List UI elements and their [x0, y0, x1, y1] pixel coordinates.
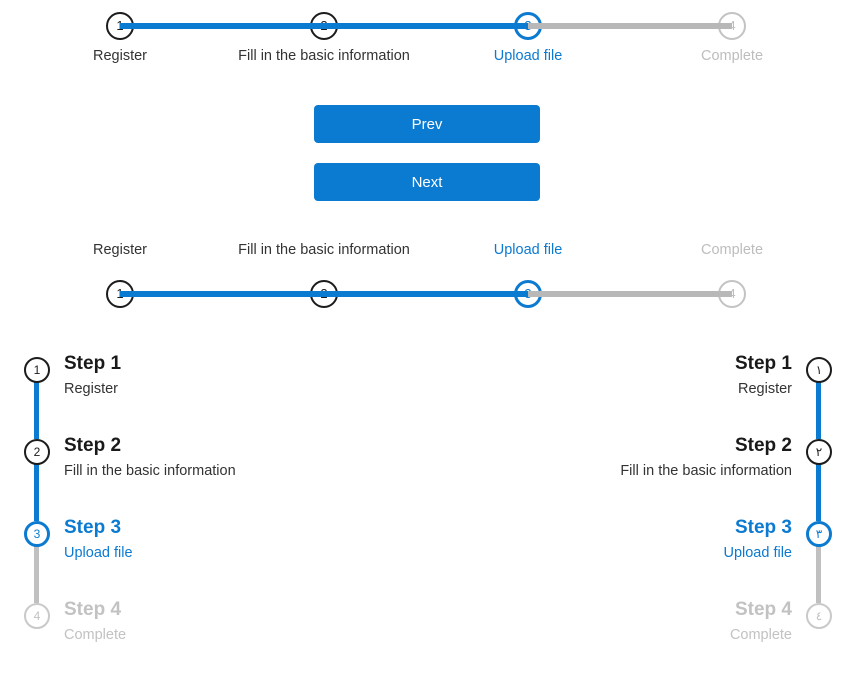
- vertical-rtl-step-desc-4: Complete: [729, 627, 792, 643]
- step-label-above-4: Complete: [700, 242, 764, 258]
- connector-1-2: [120, 23, 324, 29]
- next-button[interactable]: Next: [314, 163, 540, 201]
- step-label-above-1: Register: [93, 242, 147, 258]
- vertical-step-text-1: Step 1 Register: [64, 351, 121, 401]
- vertical-connector-3-4: [34, 545, 39, 603]
- vertical-rtl-step-circle-4: ٤: [806, 603, 832, 629]
- vertical-rtl-step-text-3: Step 3 Upload file: [723, 515, 792, 565]
- prev-button[interactable]: Prev: [314, 105, 540, 143]
- stepper-track: 1 2 3 4: [0, 6, 856, 46]
- vertical-step-title-1: Step 1: [64, 353, 122, 374]
- vertical-rtl-step-item-4[interactable]: ٤ Step 4 Complete: [546, 599, 836, 683]
- vertical-stepper-rtl: ١ Step 1 Register ٢ Step 2 Fill in the b…: [546, 353, 836, 683]
- vertical-rtl-step-title-4: Step 4: [734, 599, 792, 620]
- vertical-rtl-step-item-3[interactable]: ٣ Step 3 Upload file: [546, 517, 836, 603]
- vertical-rtl-connector-2-3: [816, 463, 821, 521]
- step-label-3: Upload file: [493, 48, 563, 64]
- vertical-step-text-4: Step 4 Complete: [64, 597, 126, 647]
- vertical-rtl-step-desc-1: Register: [738, 381, 792, 397]
- step-label-1: Register: [93, 48, 147, 64]
- connector-above-2-3: [324, 291, 528, 297]
- vertical-step-node-4: 4: [20, 601, 54, 635]
- vertical-step-circle-4: 4: [24, 603, 50, 629]
- step-label-4: Complete: [700, 48, 764, 64]
- horizontal-stepper-labels-above: Register Fill in the basic information U…: [0, 242, 856, 314]
- vertical-step-desc-2: Fill in the basic information: [64, 463, 236, 479]
- vertical-rtl-step-title-3: Step 3: [734, 517, 792, 538]
- vertical-rtl-step-circle-3: ٣: [806, 521, 832, 547]
- vertical-rtl-step-node-2: ٢: [802, 437, 836, 521]
- vertical-step-desc-1: Register: [64, 381, 118, 397]
- vertical-step-circle-2: 2: [24, 439, 50, 465]
- vertical-rtl-step-desc-2: Fill in the basic information: [620, 463, 792, 479]
- vertical-stepper-ltr: 1 Step 1 Register 2 Step 2 Fill in the b…: [20, 353, 310, 683]
- vertical-step-title-4: Step 4: [64, 599, 122, 620]
- vertical-rtl-step-desc-3: Upload file: [723, 545, 792, 561]
- connector-2-3: [324, 23, 528, 29]
- stepper-track-above: 1 2 3 4: [0, 274, 856, 314]
- vertical-step-title-3: Step 3: [64, 517, 122, 538]
- step-label-above-3: Upload file: [493, 242, 563, 258]
- vertical-rtl-step-node-3: ٣: [802, 519, 836, 603]
- vertical-step-desc-4: Complete: [64, 627, 127, 643]
- vertical-rtl-step-title-2: Step 2: [734, 435, 792, 456]
- vertical-step-text-2: Step 2 Fill in the basic information: [64, 433, 236, 483]
- vertical-rtl-step-title-1: Step 1: [734, 353, 792, 374]
- vertical-step-item-4[interactable]: 4 Step 4 Complete: [20, 599, 310, 683]
- connector-above-3-4: [528, 291, 732, 297]
- vertical-step-title-2: Step 2: [64, 435, 122, 456]
- connector-3-4: [528, 23, 732, 29]
- stepper-navigation: Prev: [314, 105, 540, 143]
- vertical-rtl-step-node-1: ١: [802, 355, 836, 439]
- vertical-step-node-2: 2: [20, 437, 54, 521]
- vertical-step-circle-3: 3: [24, 521, 50, 547]
- vertical-step-item-1[interactable]: 1 Step 1 Register: [20, 353, 310, 439]
- vertical-rtl-step-item-1[interactable]: ١ Step 1 Register: [546, 353, 836, 439]
- stepper-navigation-next: Next: [314, 163, 540, 201]
- vertical-rtl-step-text-2: Step 2 Fill in the basic information: [620, 433, 792, 483]
- vertical-rtl-step-circle-2: ٢: [806, 439, 832, 465]
- vertical-rtl-connector-1-2: [816, 381, 821, 439]
- vertical-connector-2-3: [34, 463, 39, 521]
- step-label-2: Fill in the basic information: [238, 48, 410, 64]
- vertical-step-node-1: 1: [20, 355, 54, 439]
- vertical-rtl-step-circle-1: ١: [806, 357, 832, 383]
- vertical-connector-1-2: [34, 381, 39, 439]
- step-label-above-2: Fill in the basic information: [238, 242, 410, 258]
- vertical-step-node-3: 3: [20, 519, 54, 603]
- vertical-step-text-3: Step 3 Upload file: [64, 515, 133, 565]
- vertical-step-item-2[interactable]: 2 Step 2 Fill in the basic information: [20, 435, 310, 521]
- vertical-rtl-step-text-1: Step 1 Register: [735, 351, 792, 401]
- vertical-rtl-step-text-4: Step 4 Complete: [730, 597, 792, 647]
- vertical-step-circle-1: 1: [24, 357, 50, 383]
- horizontal-stepper-labels-below: 1 2 3 4 Register Fill in the basic infor…: [0, 6, 856, 72]
- vertical-rtl-connector-3-4: [816, 545, 821, 603]
- connector-above-1-2: [120, 291, 324, 297]
- vertical-step-desc-3: Upload file: [64, 545, 133, 561]
- vertical-step-item-3[interactable]: 3 Step 3 Upload file: [20, 517, 310, 603]
- vertical-rtl-step-item-2[interactable]: ٢ Step 2 Fill in the basic information: [546, 435, 836, 521]
- vertical-rtl-step-node-4: ٤: [802, 601, 836, 635]
